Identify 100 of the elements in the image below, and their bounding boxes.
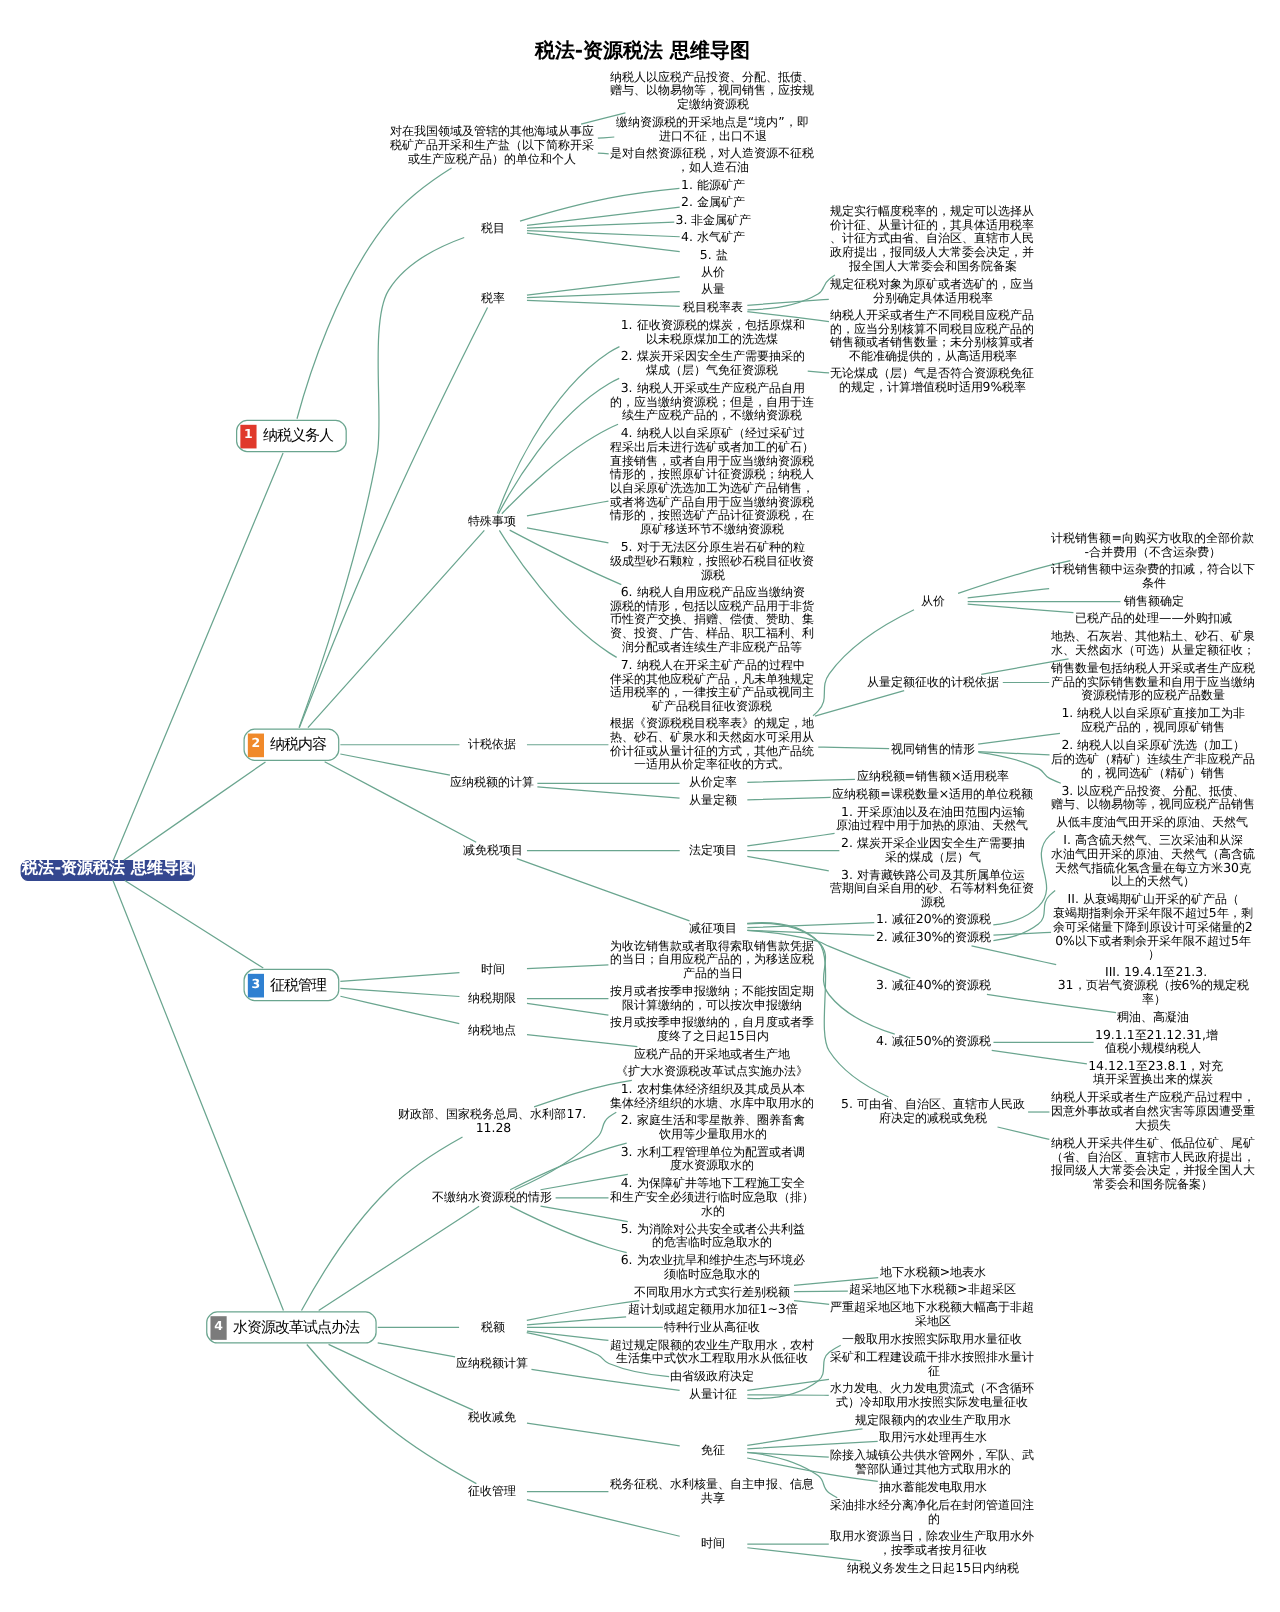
connector — [539, 1204, 629, 1222]
connector — [324, 760, 477, 842]
connector — [746, 1439, 879, 1449]
connector — [970, 944, 1057, 965]
connector — [533, 1078, 633, 1107]
connector — [526, 229, 681, 237]
connector — [977, 731, 1061, 744]
connector — [306, 1342, 477, 1484]
connector — [526, 1315, 627, 1325]
connector — [793, 1289, 849, 1292]
connector — [526, 743, 610, 745]
connector — [555, 1196, 610, 1198]
connector — [977, 750, 1062, 783]
connector — [526, 298, 681, 307]
connector — [327, 1342, 474, 1410]
connector — [746, 928, 911, 978]
connector — [746, 921, 875, 928]
connector — [746, 921, 896, 1034]
connector — [526, 1330, 670, 1377]
connector — [980, 657, 1070, 674]
connector — [814, 689, 905, 716]
connector — [377, 1325, 460, 1327]
connector — [746, 297, 830, 305]
connector — [318, 1204, 480, 1311]
connector — [992, 829, 1056, 925]
connector — [124, 878, 264, 968]
diagram-title: 税法-资源税法 思维导图 — [534, 39, 750, 62]
connector — [967, 602, 1075, 613]
connector — [112, 451, 284, 860]
connector — [526, 963, 610, 969]
connector — [746, 1427, 864, 1446]
connector — [967, 586, 1050, 598]
connector — [1002, 680, 1050, 683]
connector — [746, 1377, 830, 1390]
connector — [526, 1299, 640, 1320]
connector — [991, 1048, 1088, 1064]
connector — [526, 220, 675, 228]
connector — [1027, 1110, 1051, 1112]
connector — [807, 369, 830, 373]
connector — [539, 1172, 629, 1190]
connector — [498, 528, 618, 657]
connector — [746, 309, 830, 322]
connector — [957, 558, 1071, 594]
connector — [996, 1125, 1050, 1140]
connector — [746, 1343, 842, 1399]
connector — [123, 760, 267, 860]
connector — [530, 1367, 681, 1391]
connector — [597, 151, 610, 154]
connector — [112, 878, 285, 1311]
connector — [536, 785, 681, 798]
connector — [526, 1001, 610, 1015]
connector — [536, 781, 681, 783]
connector — [526, 1033, 638, 1047]
connector — [967, 599, 1122, 602]
connector — [509, 1204, 628, 1253]
connector — [817, 745, 890, 749]
connector — [516, 857, 691, 921]
connector — [298, 235, 465, 728]
connector — [300, 1135, 464, 1311]
connector — [746, 1546, 862, 1561]
connector — [812, 608, 915, 716]
connector — [992, 930, 1052, 935]
connector — [746, 1456, 879, 1482]
connector — [298, 305, 489, 728]
connector — [339, 994, 460, 1024]
connector — [526, 1325, 664, 1327]
connector — [296, 166, 453, 419]
connector — [746, 1393, 830, 1395]
connector — [526, 1421, 681, 1446]
connector — [307, 528, 485, 728]
connector — [526, 1497, 681, 1536]
connector — [526, 205, 681, 226]
connector — [519, 186, 681, 221]
connector — [597, 135, 615, 138]
connector — [746, 777, 856, 783]
connector — [526, 1490, 610, 1492]
connector — [746, 795, 832, 800]
connector — [746, 1450, 838, 1498]
connector — [339, 986, 461, 997]
connector — [514, 1110, 617, 1190]
connector — [526, 290, 681, 298]
connector — [580, 111, 627, 124]
connector — [497, 376, 620, 514]
connector — [509, 528, 622, 585]
connector — [377, 1341, 456, 1357]
connector — [501, 422, 619, 514]
connector — [496, 345, 621, 514]
connector — [526, 231, 681, 252]
connector — [746, 921, 890, 1097]
connector — [746, 273, 836, 310]
connector — [339, 970, 461, 982]
connector — [977, 750, 1051, 755]
node-box: 税法-资源税法 思维导图 — [20, 858, 195, 881]
connector — [793, 1299, 830, 1304]
connector — [746, 831, 836, 846]
connector — [992, 1040, 1095, 1042]
connector — [339, 743, 461, 745]
connector — [793, 1275, 879, 1285]
connector — [526, 499, 610, 516]
connector — [509, 1141, 628, 1190]
